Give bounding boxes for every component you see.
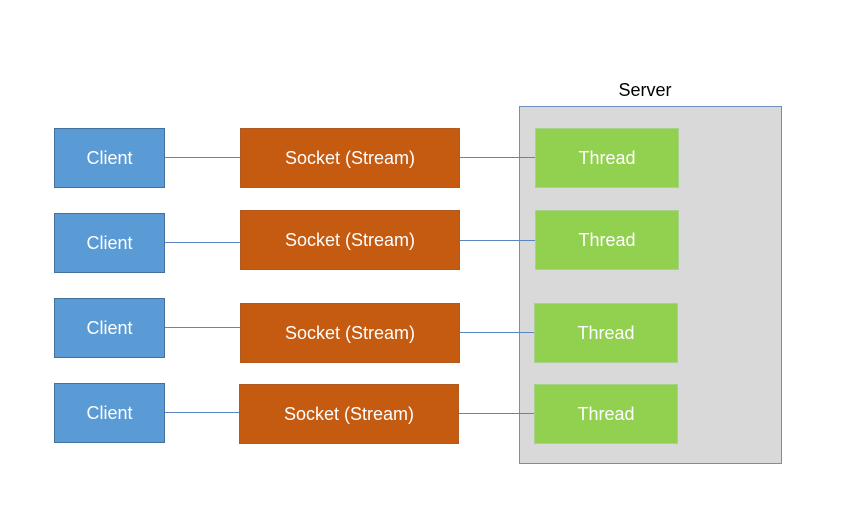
socket-thread-connector — [460, 240, 535, 241]
thread-box: Thread — [534, 303, 678, 363]
client-socket-connector — [165, 327, 240, 328]
client-box: Client — [54, 298, 165, 358]
socket-thread-connector — [460, 157, 535, 158]
socket-box: Socket (Stream) — [239, 384, 459, 444]
socket-box: Socket (Stream) — [240, 210, 460, 270]
thread-box: Thread — [535, 128, 679, 188]
socket-thread-connector — [460, 332, 534, 333]
client-socket-connector — [165, 242, 240, 243]
server-label: Server — [618, 80, 672, 100]
socket-box: Socket (Stream) — [240, 128, 460, 188]
thread-box: Thread — [535, 210, 679, 270]
socket-box: Socket (Stream) — [240, 303, 460, 363]
client-socket-connector — [165, 157, 240, 158]
client-box: Client — [54, 213, 165, 273]
thread-box: Thread — [534, 384, 678, 444]
client-box: Client — [54, 128, 165, 188]
client-socket-connector — [165, 412, 239, 413]
socket-thread-connector — [459, 413, 534, 414]
client-box: Client — [54, 383, 165, 443]
